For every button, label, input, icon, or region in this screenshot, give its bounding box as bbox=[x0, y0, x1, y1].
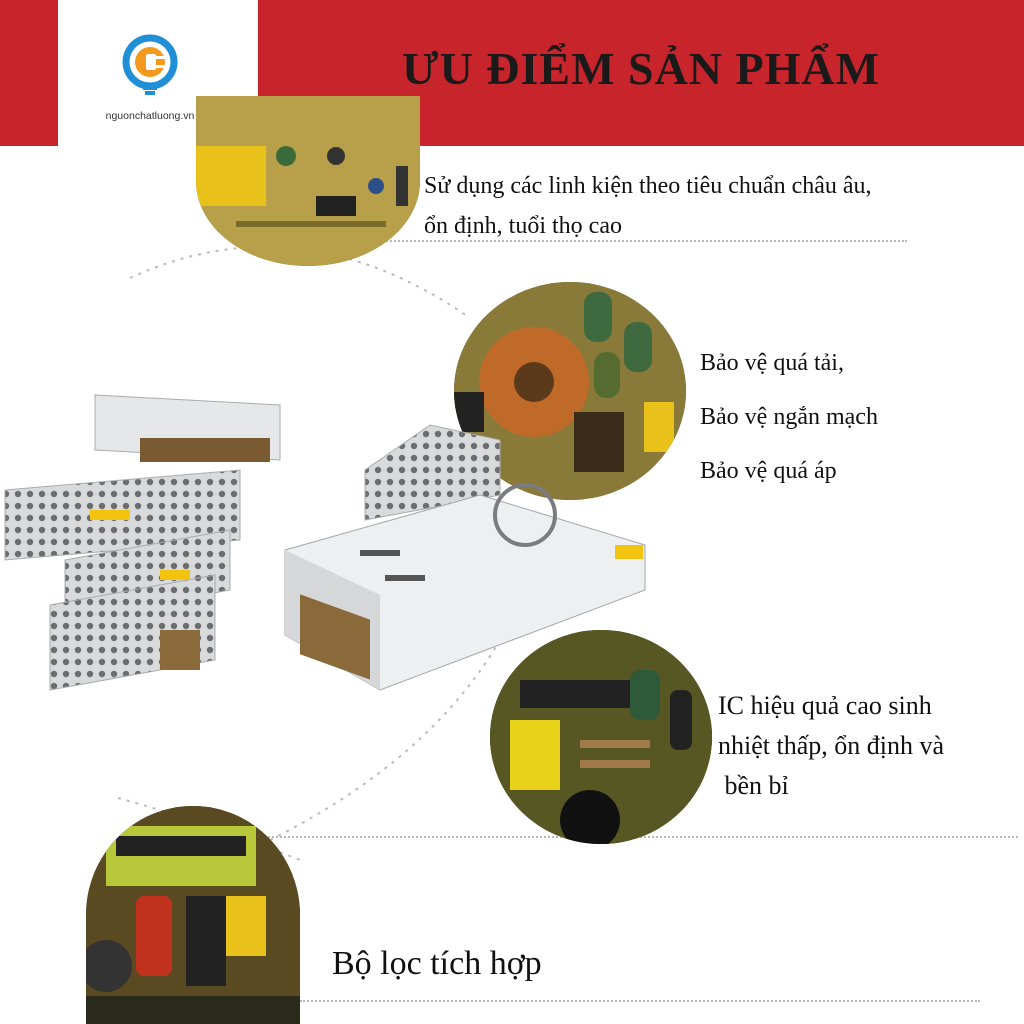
pcb-photo-components bbox=[196, 96, 420, 266]
page-title: ƯU ĐIỂM SẢN PHẨM bbox=[401, 43, 881, 94]
leader-line bbox=[268, 836, 1018, 838]
pcb-photo-ic bbox=[490, 630, 712, 844]
feature-line: Bộ lọc tích hợp bbox=[332, 945, 542, 982]
feature-line: Sử dụng các linh kiện theo tiêu chuẩn ch… bbox=[424, 173, 872, 199]
feature-protection: Bảo vệ quá tải, Bảo vệ ngắn mạch Bảo vệ … bbox=[700, 336, 878, 498]
feature-line: ổn định, tuổi thọ cao bbox=[424, 213, 622, 239]
pcb-photo-filter bbox=[86, 806, 300, 1024]
header-banner-left bbox=[0, 0, 58, 146]
feature-line: Bảo vệ quá tải, bbox=[700, 350, 844, 376]
feature-components: Sử dụng các linh kiện theo tiêu chuẩn ch… bbox=[424, 166, 872, 246]
feature-ic: IC hiệu quả cao sinh nhiệt thấp, ổn định… bbox=[718, 686, 944, 806]
feature-filter: Bộ lọc tích hợp bbox=[332, 944, 542, 984]
leader-line bbox=[300, 1000, 980, 1002]
leader-line bbox=[355, 240, 907, 242]
power-supply-units-image bbox=[0, 380, 660, 710]
feature-line: Bảo vệ ngắn mạch bbox=[700, 404, 878, 430]
feature-line: IC hiệu quả cao sinh bbox=[718, 691, 932, 720]
feature-line: Bảo vệ quá áp bbox=[700, 458, 837, 484]
plug-bulb-icon bbox=[122, 34, 178, 95]
feature-line: nhiệt thấp, ổn định và bbox=[718, 731, 945, 760]
logo-text: nguonchatluong.vn bbox=[105, 110, 195, 122]
feature-line: bền bỉ bbox=[718, 771, 789, 800]
